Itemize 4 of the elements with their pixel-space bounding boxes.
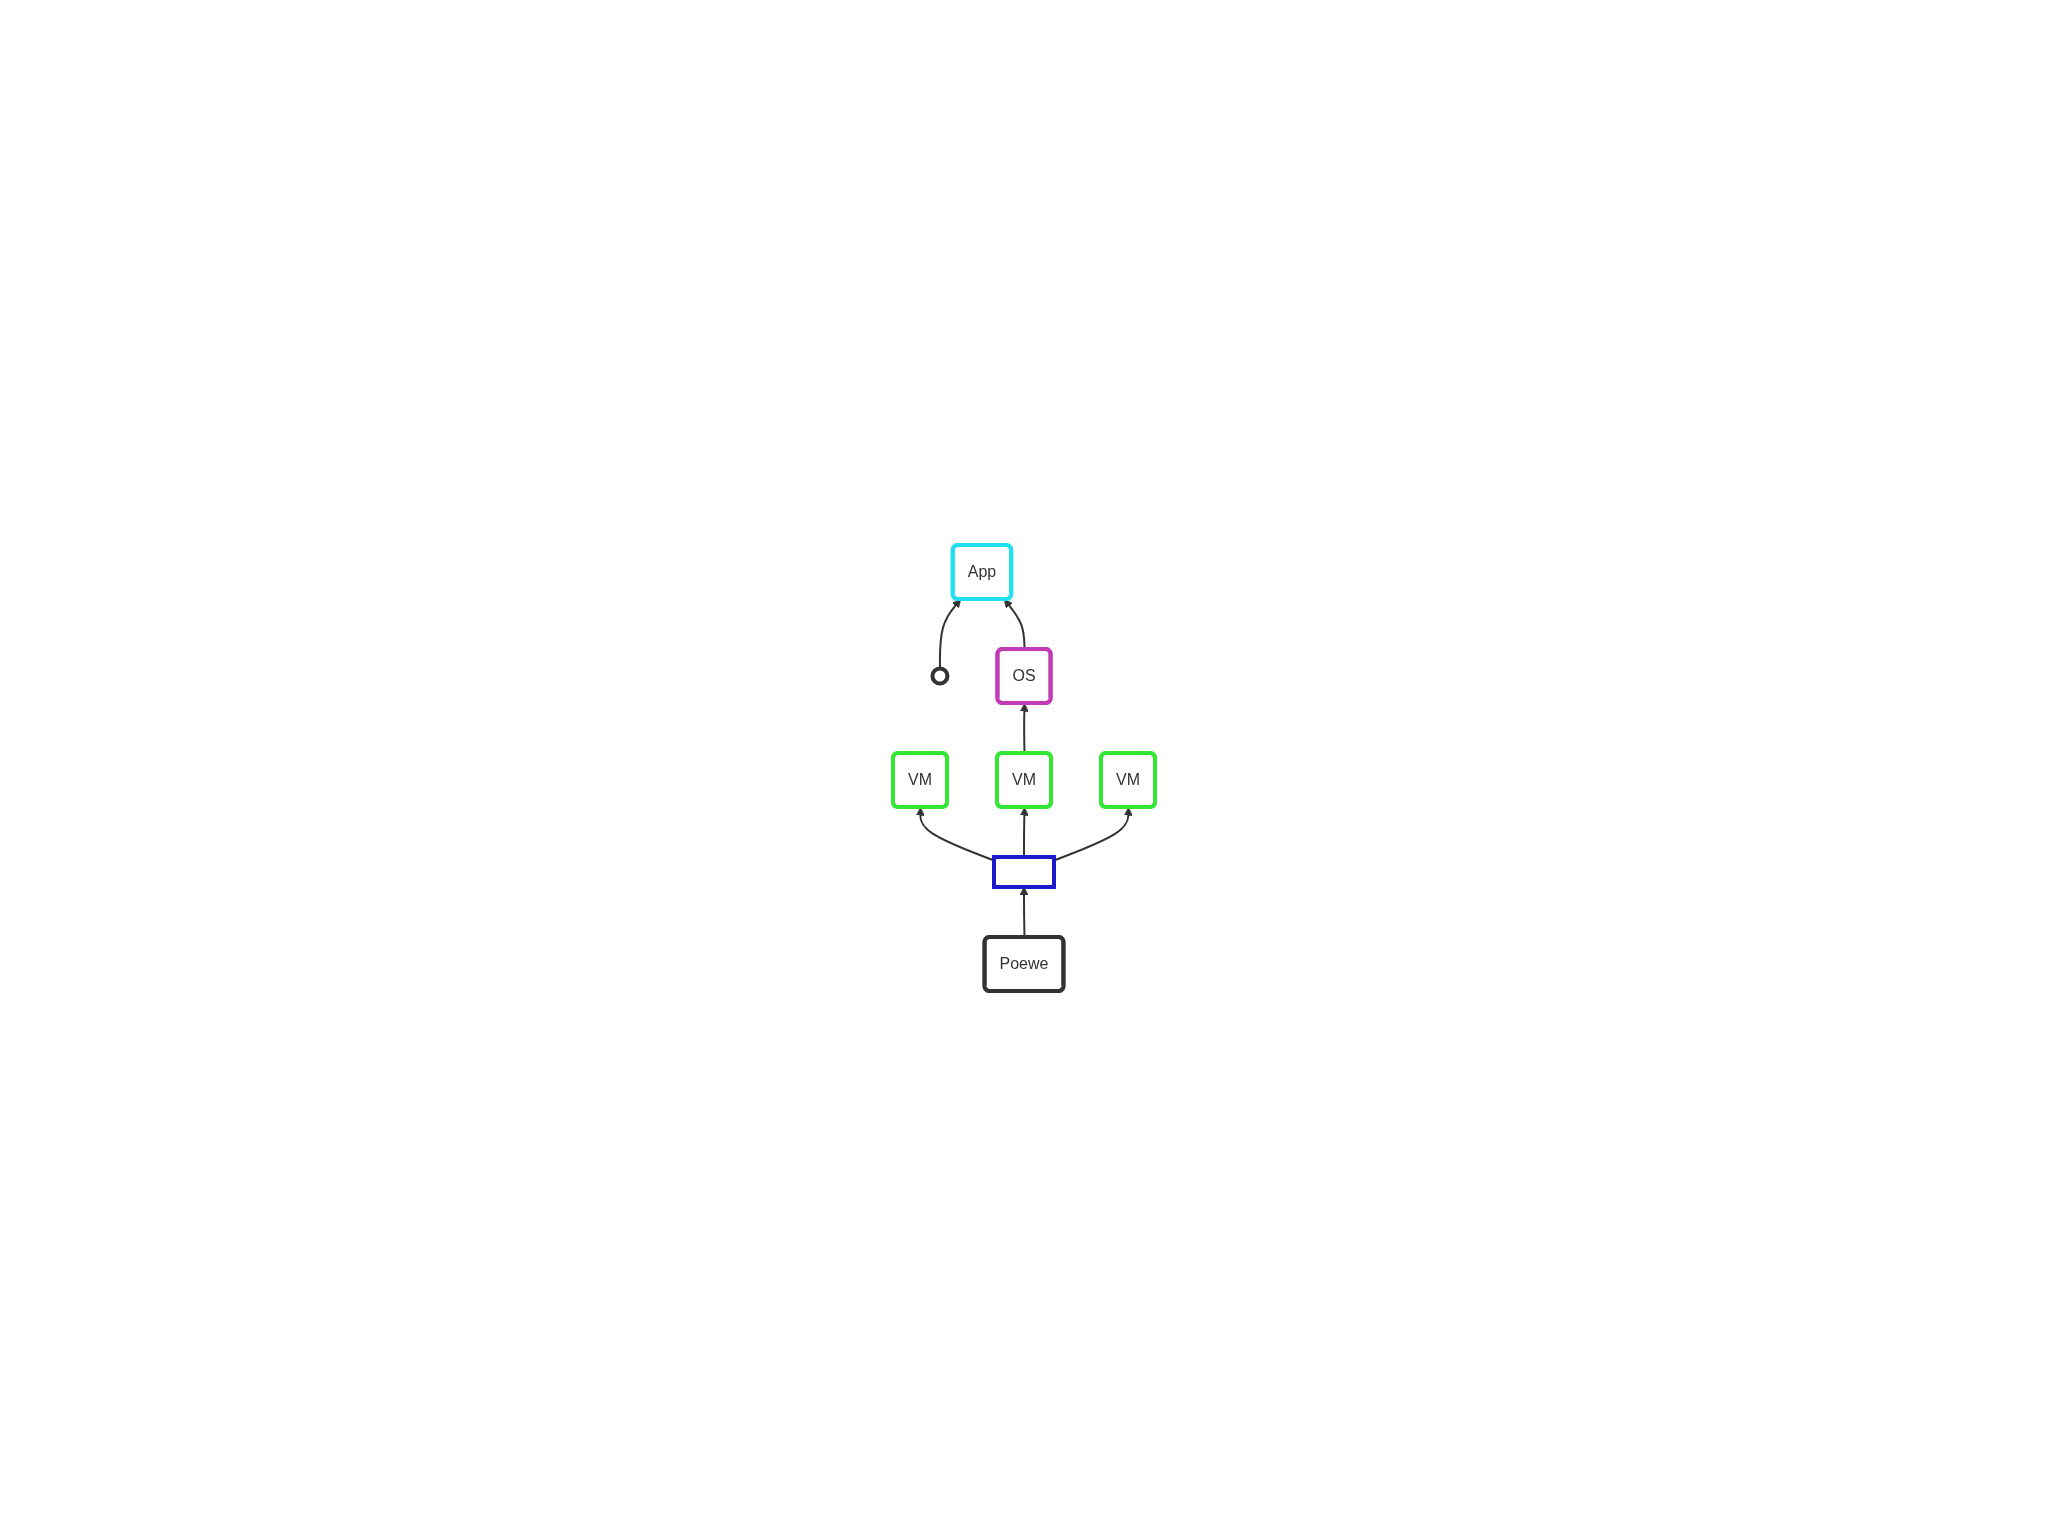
node-box — [992, 855, 1056, 889]
arrow — [1019, 807, 1029, 858]
node-person — [930, 666, 950, 686]
arrow — [938, 599, 962, 670]
